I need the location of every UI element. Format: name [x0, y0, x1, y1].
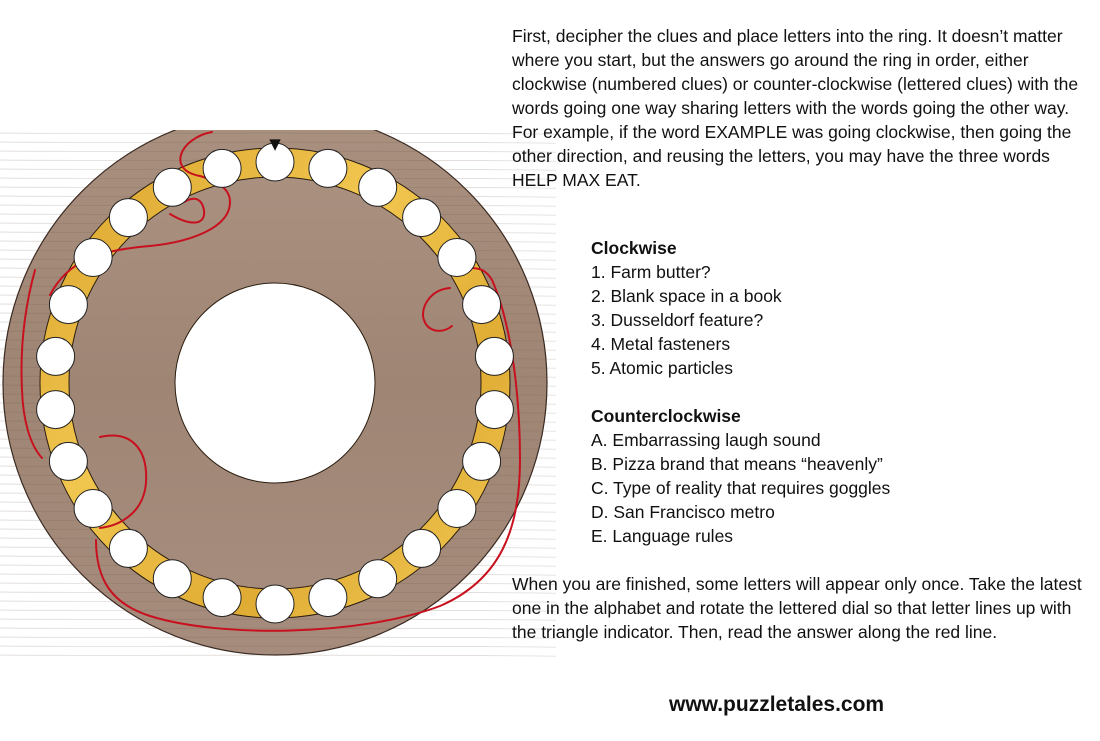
grain-line — [0, 636, 556, 639]
ring-cell[interactable] — [308, 578, 348, 618]
ring-cell[interactable] — [255, 142, 295, 182]
center-hole — [174, 282, 376, 484]
grain-line — [0, 618, 556, 621]
intro-text: First, decipher the clues and place lett… — [512, 26, 1079, 190]
triangle-indicator: ▼ — [269, 135, 281, 153]
clue-2: 2. Blank space in a book — [591, 286, 782, 306]
ring-cell[interactable] — [152, 559, 192, 599]
ring-cell[interactable] — [48, 441, 88, 481]
ring-cell[interactable] — [108, 198, 148, 238]
ring-cell[interactable] — [202, 148, 242, 188]
ring-cell[interactable] — [202, 578, 242, 618]
clue-b: B. Pizza brand that means “heavenly” — [591, 454, 883, 474]
grain-line — [0, 654, 556, 657]
clue-5: 5. Atomic particles — [591, 358, 733, 378]
ring-cell[interactable] — [73, 489, 113, 528]
letter-ring — [36, 142, 514, 624]
clue-c: C. Type of reality that requires goggles — [591, 478, 891, 498]
ring-cell[interactable] — [358, 167, 398, 207]
clue-d: D. San Francisco metro — [591, 502, 775, 522]
ring-cell[interactable] — [402, 528, 442, 568]
ring-cell[interactable] — [358, 559, 398, 599]
counterclockwise-clues: Counterclockwise A. Embarrassing laugh s… — [591, 404, 1011, 548]
ring-cell[interactable] — [152, 167, 192, 207]
grain-line — [0, 645, 556, 648]
clue-e: E. Language rules — [591, 526, 734, 546]
ring-cell[interactable] — [437, 489, 477, 528]
ring-cell[interactable] — [474, 390, 514, 430]
clockwise-heading: Clockwise — [591, 238, 677, 258]
ring-cell[interactable] — [308, 148, 348, 188]
clue-1: 1. Farm butter? — [591, 262, 711, 282]
ring-puzzle: ▼ — [0, 130, 556, 657]
clue-a: A. Embarrassing laugh sound — [591, 430, 821, 450]
ring-cell[interactable] — [255, 584, 295, 624]
ring-cell[interactable] — [474, 336, 514, 376]
clue-3: 3. Dusseldorf feature? — [591, 310, 764, 330]
counterclockwise-heading: Counterclockwise — [591, 406, 741, 426]
ring-cell[interactable] — [48, 285, 88, 325]
outro-text: When you are finished, some letters will… — [512, 574, 1082, 642]
ring-cell[interactable] — [402, 198, 442, 238]
ring-cell[interactable] — [462, 285, 502, 325]
ring-cell[interactable] — [437, 238, 477, 277]
clue-4: 4. Metal fasteners — [591, 334, 731, 354]
ring-cell[interactable] — [36, 336, 76, 376]
clockwise-clues: Clockwise 1. Farm butter? 2. Blank space… — [591, 236, 1011, 380]
ring-cell[interactable] — [36, 390, 76, 430]
ring-cell[interactable] — [108, 528, 148, 568]
website-link[interactable]: www.puzzletales.com — [669, 693, 885, 716]
grain-line — [0, 132, 556, 135]
grain-line — [0, 141, 556, 144]
ring-cell[interactable] — [462, 441, 502, 481]
ring-cell[interactable] — [73, 238, 113, 277]
